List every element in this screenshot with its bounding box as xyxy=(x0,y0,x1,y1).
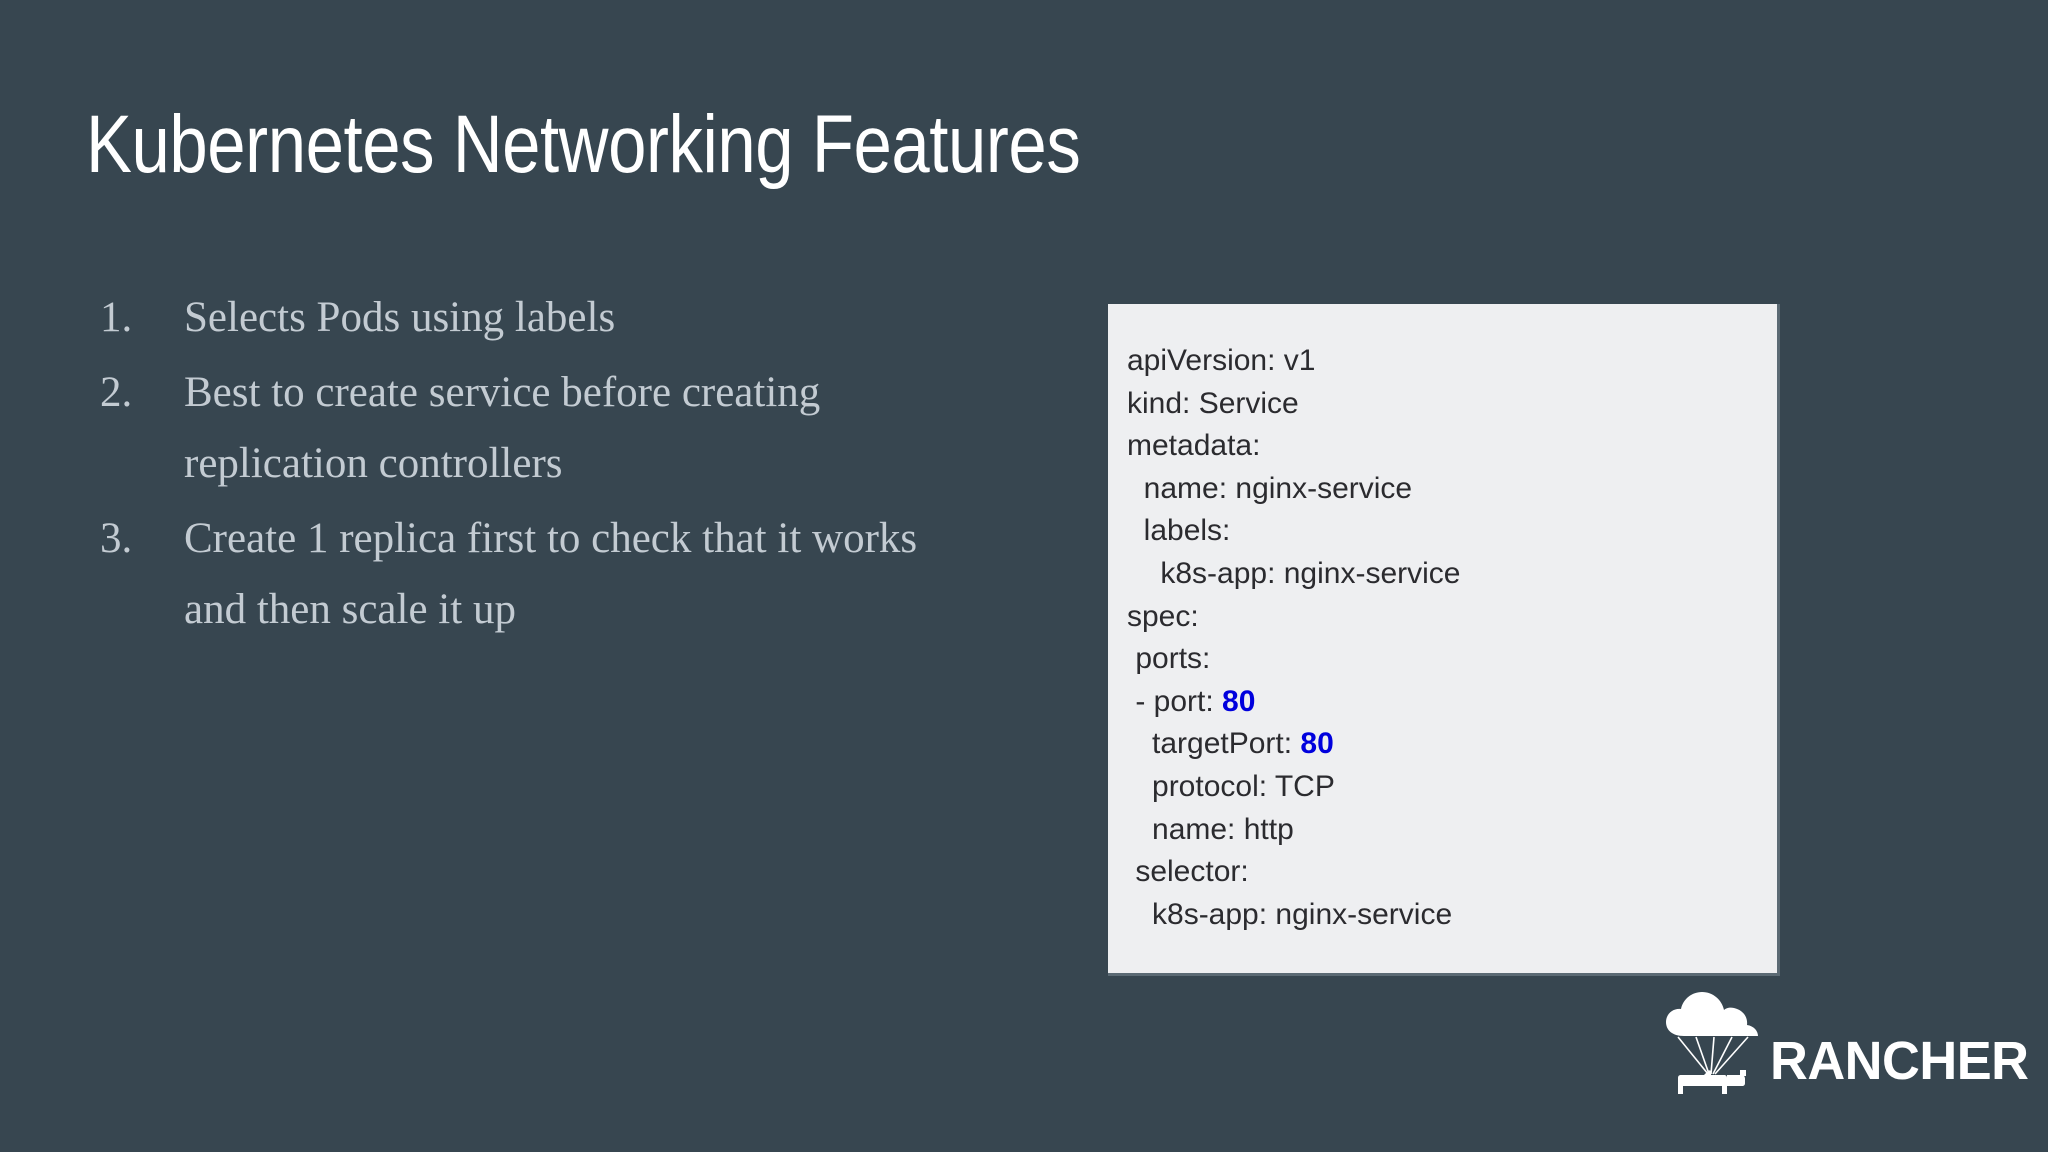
list-item: 2. Best to create service before creatin… xyxy=(100,357,1000,499)
bullet-list: 1. Selects Pods using labels 2. Best to … xyxy=(100,282,1000,649)
yaml-code-line: name: http xyxy=(1127,812,1294,846)
yaml-key: - port: xyxy=(1127,684,1223,718)
list-item-text: Best to create service before creating r… xyxy=(184,369,821,487)
list-item: 3. Create 1 replica first to check that … xyxy=(100,503,1000,645)
yaml-code-panel: apiVersion: v1 kind: Service metadata: nam… xyxy=(1108,304,1780,976)
rancher-cow-parachute-icon xyxy=(1666,992,1758,1094)
list-item-text: Selects Pods using labels xyxy=(184,294,616,341)
yaml-key: targetPort: xyxy=(1127,727,1301,761)
yaml-port-value: 80 xyxy=(1222,684,1256,718)
list-item-number: 3. xyxy=(100,515,133,562)
yaml-code-line: spec: xyxy=(1127,599,1199,633)
rancher-wordmark: RANCHER xyxy=(1770,1031,2029,1091)
yaml-code-line: protocol: TCP xyxy=(1127,769,1335,803)
list-item-number: 2. xyxy=(100,369,133,416)
list-item: 1. Selects Pods using labels xyxy=(100,282,1000,353)
yaml-code-line: labels: xyxy=(1127,514,1231,548)
yaml-code-line: name: nginx-service xyxy=(1127,471,1413,505)
yaml-code-line: ports: xyxy=(1127,642,1211,676)
yaml-code-line: kind: Service xyxy=(1127,386,1299,420)
rancher-logo: RANCHER xyxy=(1664,990,2029,1100)
yaml-code-line: k8s-app: nginx-service xyxy=(1127,556,1461,590)
yaml-code-line: - port: 80 xyxy=(1127,681,1460,724)
page-title: Kubernetes Networking Features xyxy=(86,99,1081,190)
yaml-code-line: apiVersion: v1 xyxy=(1127,344,1316,377)
yaml-port-value: 80 xyxy=(1300,727,1334,761)
yaml-code-line: targetPort: 80 xyxy=(1127,723,1460,766)
yaml-code-body: apiVersion: v1 kind: Service metadata: nam… xyxy=(1127,340,1460,936)
list-item-text: Create 1 replica first to check that it … xyxy=(184,515,918,633)
yaml-code-line: selector: xyxy=(1127,855,1249,889)
yaml-code-line: metadata: xyxy=(1127,429,1261,463)
list-item-number: 1. xyxy=(100,294,133,341)
yaml-code-line: k8s-app: nginx-service xyxy=(1127,897,1453,931)
